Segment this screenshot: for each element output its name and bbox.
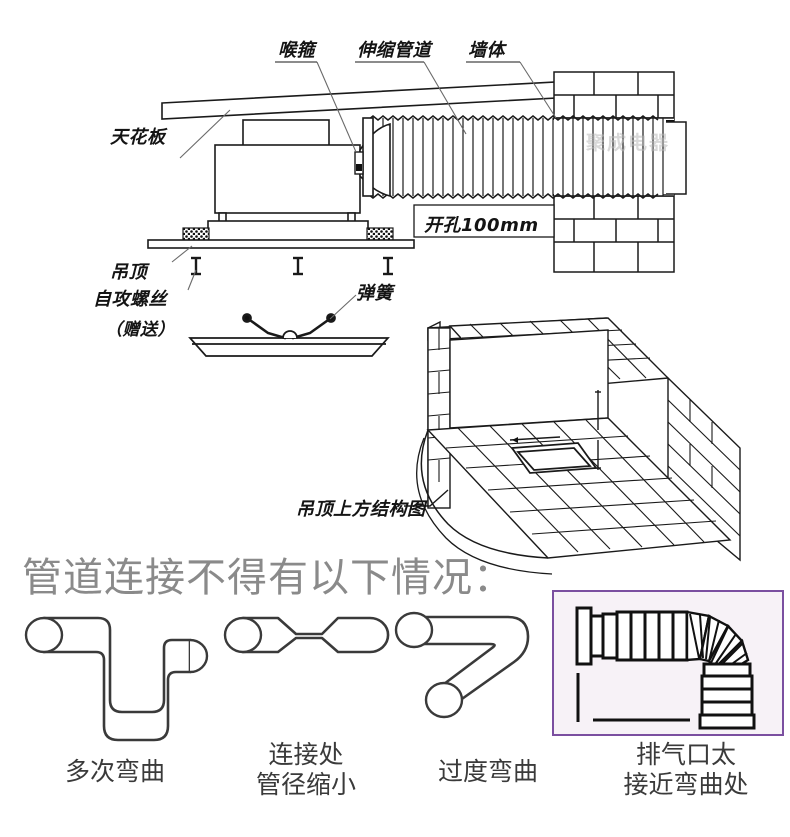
label-above-ceiling-structure: 吊顶上方结构图 bbox=[296, 499, 426, 520]
warning-shape-outlet-near-bend bbox=[575, 606, 756, 730]
warning-shape-excessive-bend bbox=[394, 611, 530, 719]
warning-caption-3-line-1: 过度弯曲 bbox=[437, 757, 538, 786]
label-wall: 墙体 bbox=[468, 40, 505, 61]
opening-dimension-box bbox=[413, 204, 555, 238]
label-screw-note: （赠送） bbox=[105, 320, 175, 340]
label-flexible-duct: 伸缩管道 bbox=[357, 40, 431, 61]
self-tapping-screws bbox=[191, 256, 393, 276]
warning-caption-2: 连接处 管径缩小 bbox=[216, 740, 396, 799]
flexible-duct-shape bbox=[367, 115, 666, 199]
label-opening-size: 开孔100mm bbox=[424, 215, 539, 236]
leader-lines bbox=[171, 61, 557, 320]
label-spring: 弹簧 bbox=[356, 283, 393, 304]
warning-caption-3: 过度弯曲 bbox=[398, 757, 578, 787]
fan-unit-shape bbox=[147, 117, 415, 249]
mid-caption-leader bbox=[404, 489, 449, 507]
label-hose-clamp: 喉箍 bbox=[278, 40, 315, 61]
watermark-text: 聚成电器 bbox=[586, 132, 671, 154]
warning-caption-4: 排气口太 接近弯曲处 bbox=[588, 740, 784, 799]
warning-heading: 管道连接不得有以下情况： bbox=[22, 555, 514, 601]
label-suspended-ceiling: 吊顶 bbox=[110, 262, 147, 283]
warning-caption-4-line-2: 接近弯曲处 bbox=[623, 769, 749, 799]
warning-caption-2-line-2: 管径缩小 bbox=[255, 769, 356, 799]
warning-caption-4-line-1: 排气口太 bbox=[635, 740, 736, 769]
warning-shape-multiple-bends bbox=[24, 616, 209, 742]
warning-caption-1-line-1: 多次弯曲 bbox=[64, 757, 165, 786]
warning-caption-1: 多次弯曲 bbox=[20, 757, 210, 787]
warning-caption-2-line-1: 连接处 bbox=[268, 740, 344, 769]
face-panel-shape bbox=[188, 337, 390, 357]
label-self-tapping-screw: 自攻螺丝 bbox=[93, 289, 167, 310]
warning-shape-diameter-reduction bbox=[223, 616, 390, 654]
label-ceiling-slab: 天花板 bbox=[110, 127, 166, 148]
